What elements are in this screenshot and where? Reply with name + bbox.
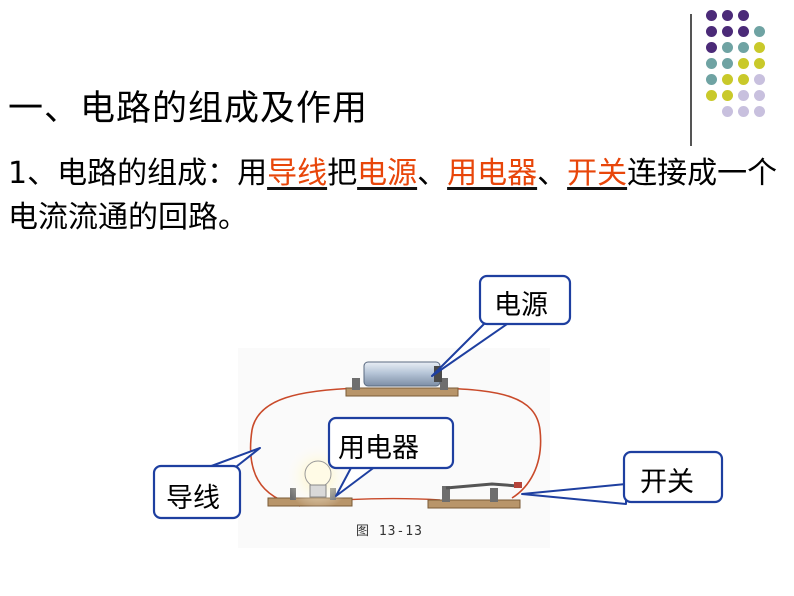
para-text: 把 — [327, 156, 358, 191]
decor-dot — [738, 58, 749, 69]
decor-dot — [754, 106, 765, 117]
decor-dot — [706, 58, 717, 69]
switch-blade — [445, 482, 519, 490]
callout-label-switch: 开关 — [640, 467, 694, 498]
definition-paragraph: 1、电路的组成：用导线把电源、用电器、开关连接成一个电流流通的回路。 — [8, 152, 778, 240]
decor-dot — [738, 26, 749, 37]
keyword-wire: 导线 — [267, 156, 328, 191]
decor-dot — [706, 42, 717, 53]
decor-dot — [754, 90, 765, 101]
keyword-power-source: 电源 — [357, 156, 418, 191]
decor-dot — [738, 106, 749, 117]
switch-post — [490, 488, 498, 502]
decor-dot — [754, 26, 765, 37]
figure-caption: 图 13-13 — [356, 524, 423, 539]
battery-cap — [434, 366, 442, 382]
decor-dot — [722, 58, 733, 69]
keyword-appliance: 用电器 — [447, 156, 538, 191]
decor-dot — [738, 74, 749, 85]
bulb-socket — [309, 484, 327, 498]
decor-dot — [706, 10, 717, 21]
callout-label-wire: 导线 — [166, 483, 220, 514]
callout-box-wire — [152, 464, 242, 520]
switch-post — [442, 486, 450, 502]
slide-title: 一、电路的组成及作用 — [8, 89, 369, 129]
callout-label-appliance: 用电器 — [338, 433, 419, 464]
decor-dot — [722, 42, 733, 53]
light-bulb-icon — [304, 460, 332, 488]
decor-dot — [754, 58, 765, 69]
wire-left — [249, 387, 361, 507]
para-suffix: 连接成一个电流流通的回路。 — [8, 156, 778, 235]
switch-base — [427, 499, 521, 509]
decor-dot — [754, 42, 765, 53]
decor-dot — [722, 74, 733, 85]
callout-box-power — [478, 274, 572, 326]
decorative-dot-grid — [706, 10, 776, 132]
wire-right — [439, 387, 542, 499]
battery-terminal — [352, 378, 360, 390]
decor-dot — [706, 26, 717, 37]
callout-box-switch — [622, 450, 724, 504]
decor-dot — [738, 42, 749, 53]
callout-box-appliance — [327, 416, 455, 470]
decor-dot — [706, 74, 717, 85]
decor-dot — [722, 26, 733, 37]
para-separator: 、 — [537, 156, 568, 191]
divider-line — [690, 14, 692, 146]
callout-label-power: 电源 — [494, 290, 548, 321]
decor-dot — [738, 90, 749, 101]
decor-dot — [722, 90, 733, 101]
battery-body — [363, 361, 441, 387]
decor-dot — [706, 90, 717, 101]
switch-handle — [514, 482, 522, 488]
para-prefix: 1、电路的组成：用 — [8, 156, 268, 191]
battery-base — [345, 387, 459, 397]
para-separator: 、 — [417, 156, 448, 191]
decor-dot — [722, 10, 733, 21]
decor-dot — [754, 74, 765, 85]
battery-terminal — [440, 378, 448, 390]
keyword-switch: 开关 — [567, 156, 628, 191]
decor-dot — [738, 10, 749, 21]
decor-dot — [722, 106, 733, 117]
